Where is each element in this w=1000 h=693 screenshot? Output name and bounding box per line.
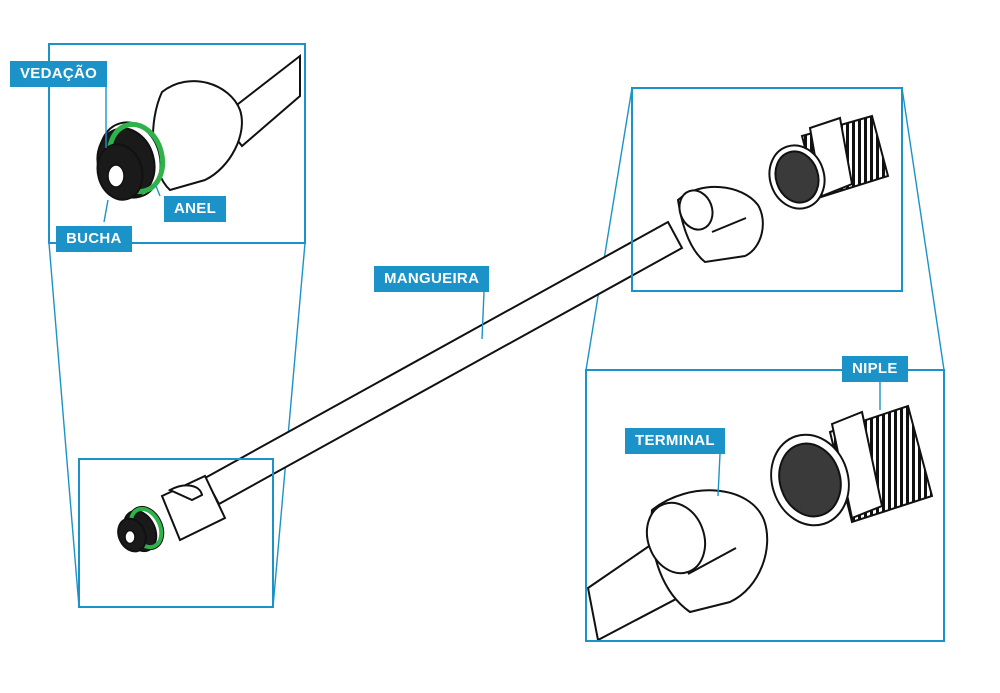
zoom-connector-lines (48, 87, 945, 608)
right-nipple-small (768, 114, 890, 210)
label-terminal: TERMINAL (625, 428, 725, 454)
label-mangueira: MANGUEIRA (374, 266, 490, 292)
right-terminal-small (676, 186, 764, 264)
leader-lines (103, 87, 881, 497)
inset-bottom-right-fitting (586, 404, 934, 642)
hose-body (203, 220, 684, 506)
label-anel: ANEL (164, 196, 227, 222)
label-niple: NIPLE (842, 356, 908, 382)
frame-bottom-left (78, 458, 274, 608)
frame-top-left (48, 43, 306, 244)
label-bucha: BUCHA (56, 226, 132, 252)
left-fitting-small (117, 474, 227, 553)
inset-top-left-fitting (96, 53, 301, 201)
frame-top-right (631, 87, 903, 292)
zoom-frames (48, 43, 945, 642)
label-vedacao: VEDAÇÃO (10, 61, 108, 87)
frame-bottom-right (585, 369, 945, 642)
